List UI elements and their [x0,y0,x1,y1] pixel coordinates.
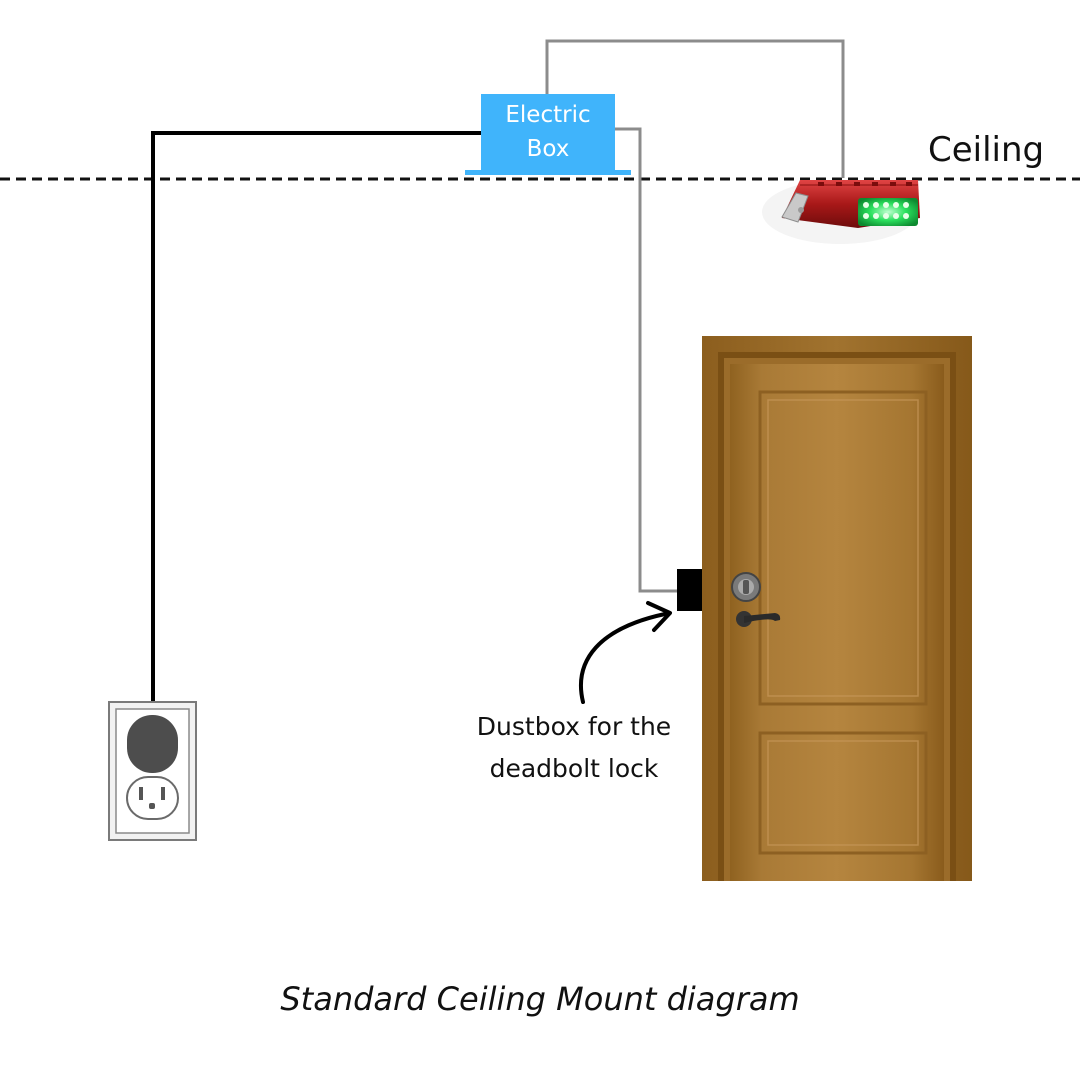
electric-box-label-line2: Box [526,136,570,162]
diagram-caption: Standard Ceiling Mount diagram [280,980,800,1018]
plug-icon [127,715,178,773]
wooden-door [702,336,972,881]
electric-box [465,94,631,175]
electric-box-label: Electric Box [481,95,615,169]
pointer-arrow-icon [579,601,672,704]
ceiling-mount-light [762,180,920,244]
wall-outlet [108,701,197,841]
deadbolt-dustbox [677,569,702,611]
dustbox-label-line2: deadbolt lock [489,754,659,783]
dustbox-label-line1: Dustbox for the [476,712,672,741]
door-handle-icon [736,611,781,627]
signal-wire-to-light [545,39,845,178]
electric-box-label-line1: Electric [505,102,591,128]
deadbolt-lock-icon [731,572,761,602]
power-wire [151,131,481,722]
dustbox-label: Dustbox for the deadbolt lock [440,706,708,790]
ceiling-label: Ceiling [928,130,1045,170]
signal-wire-to-dustbox [615,127,678,593]
